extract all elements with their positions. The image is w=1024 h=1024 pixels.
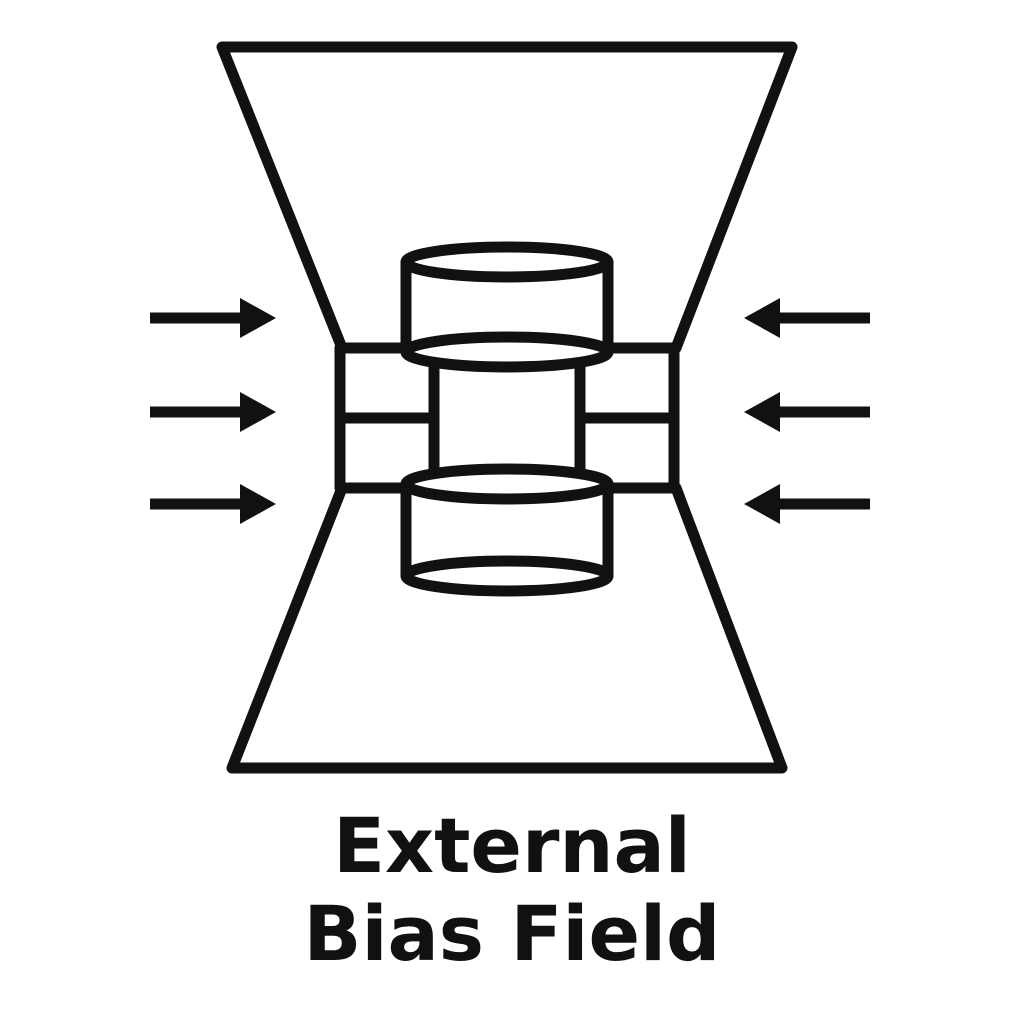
- right-field-arrows: [744, 298, 870, 524]
- right-spacer-block: [572, 342, 680, 494]
- left-arrow-icon: [744, 392, 870, 432]
- lower-cylinder: [400, 463, 614, 597]
- left-arrow-icon: [744, 484, 870, 524]
- caption-line-2: Bias Field: [303, 889, 721, 978]
- left-field-arrows: [150, 298, 276, 524]
- left-spacer-block: [334, 342, 442, 494]
- caption-line-1: External: [333, 801, 691, 890]
- right-arrow-icon: [150, 298, 276, 338]
- upper-cylinder: [400, 241, 614, 373]
- left-arrow-icon: [744, 298, 870, 338]
- right-arrow-icon: [150, 484, 276, 524]
- right-arrow-icon: [150, 392, 276, 432]
